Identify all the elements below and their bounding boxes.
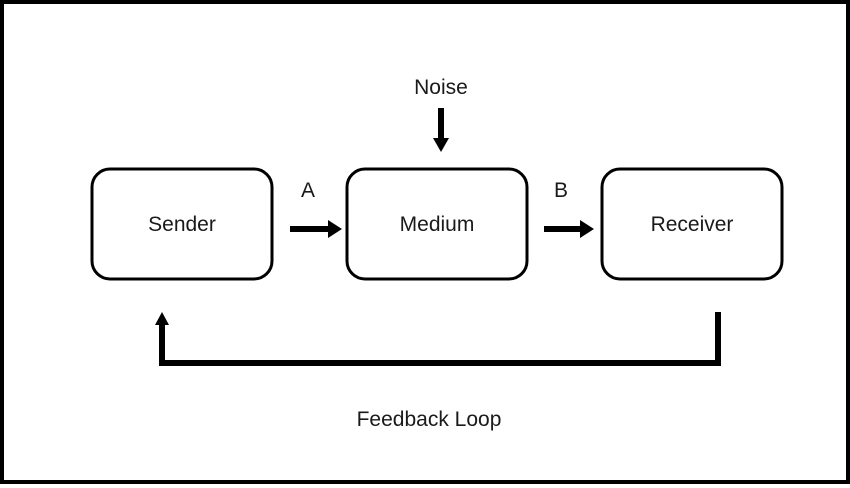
medium-label: Medium	[400, 213, 475, 236]
noise-arrow	[433, 108, 449, 152]
communication-diagram: Sender Medium Receiver Noise A B	[90, 76, 784, 431]
receiver-node: Receiver	[600, 167, 784, 281]
feedback-loop-arrow	[155, 312, 721, 366]
label-a: A	[301, 179, 315, 202]
arrow-a	[290, 220, 342, 238]
sender-label: Sender	[148, 213, 216, 236]
label-b: B	[554, 179, 568, 202]
receiver-box	[600, 167, 784, 281]
arrow-b	[544, 220, 594, 238]
medium-node: Medium	[345, 167, 529, 281]
feedback-loop-label: Feedback Loop	[357, 408, 502, 431]
sender-node: Sender	[90, 167, 274, 281]
noise-label: Noise	[414, 76, 468, 99]
medium-box	[345, 167, 529, 281]
receiver-label: Receiver	[651, 213, 734, 236]
sender-box	[90, 167, 274, 281]
